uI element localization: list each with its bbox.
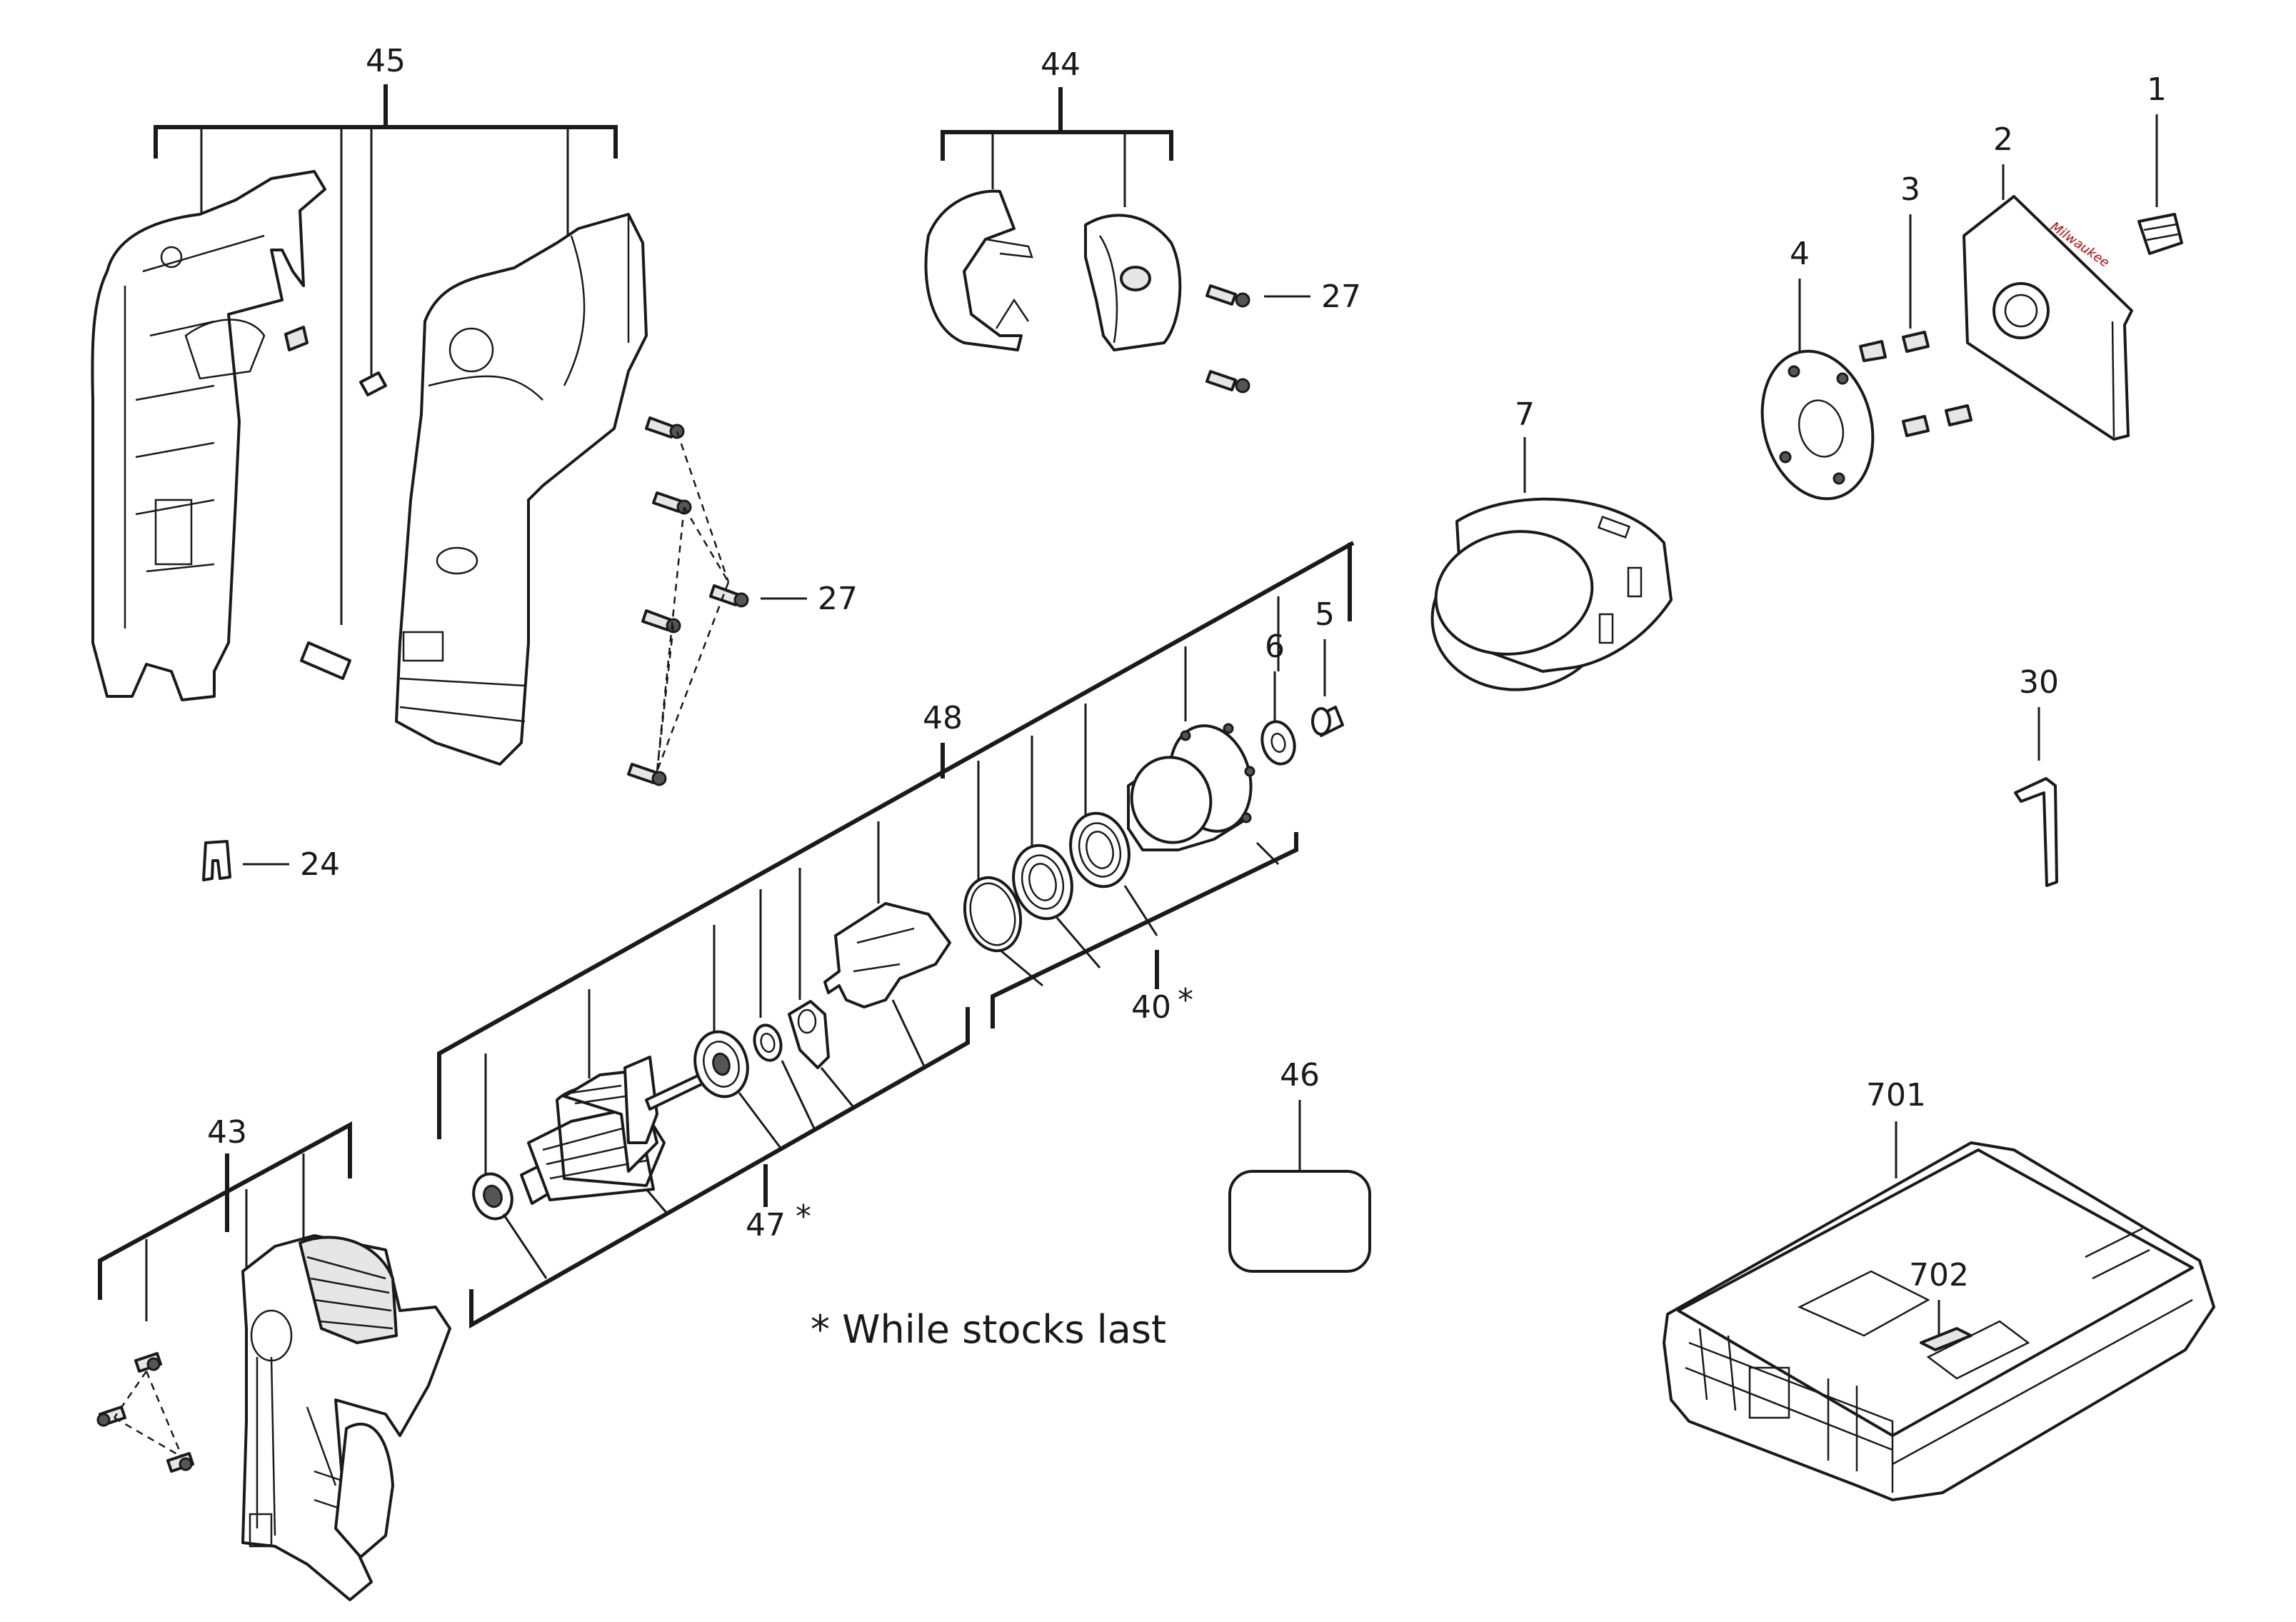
label-2: 2 [1993, 121, 2013, 158]
bracket-44 [941, 130, 1173, 161]
motor-module-group-43: 43 [98, 1114, 451, 1601]
shell-screws-27: 27 [1205, 279, 1361, 394]
pin-small [359, 371, 387, 396]
right-housing-half [395, 213, 648, 766]
label-44: 44 [1041, 46, 1081, 83]
label-30: 30 [2019, 664, 2059, 701]
label-27-upper: 27 [1321, 279, 1361, 315]
clip-24: 24 [202, 840, 340, 883]
label-plate-46: 46 [1228, 1057, 1371, 1273]
left-housing-half [91, 170, 326, 701]
gear-cage [823, 902, 951, 1008]
bracket-43 [98, 1121, 352, 1300]
armature [472, 1056, 712, 1221]
fan-bracket [788, 1000, 830, 1069]
label-701: 701 [1866, 1077, 1926, 1113]
label-702: 702 [1909, 1257, 1969, 1293]
motor-module [241, 1234, 451, 1601]
backing-plate-4 [1760, 349, 1875, 501]
bearing-40a [1012, 843, 1073, 921]
label-6: 6 [1265, 629, 1285, 665]
retaining-ring [963, 876, 1023, 953]
label-5: 5 [1315, 596, 1335, 633]
housing-halves-group-45: 45 [91, 43, 648, 766]
label-3: 3 [1900, 171, 1920, 208]
bracket-45 [154, 125, 618, 159]
pin-long [300, 641, 351, 680]
label-46: 46 [1280, 1057, 1320, 1093]
washer-and-screw: 5 6 [1260, 543, 1352, 766]
sanding-pad-assembly: 1 2 Milwaukee 3 4 [1760, 71, 2183, 501]
asterisk-40: * [1178, 982, 1193, 1018]
bolt-1 [2137, 213, 2183, 255]
label-1: 1 [2147, 71, 2167, 108]
gear-assembly-group-48: 48 [437, 541, 1355, 1189]
carry-case-701: 701 702 [1663, 1077, 2215, 1501]
gear-housing-set-40: 40 * [963, 723, 1298, 1028]
bearing-set-47: 47 * [469, 902, 970, 1329]
label-47: 47 [746, 1207, 786, 1243]
washer-6 [1260, 720, 1296, 766]
housing-screws-27: 27 [627, 416, 858, 786]
label-40: 40 [1131, 989, 1171, 1026]
collar-ring-7: 7 [1430, 396, 1673, 691]
shell-left [924, 189, 1023, 351]
module-screws [96, 1352, 194, 1473]
bearing-40b [1069, 811, 1131, 888]
bracket-47 [469, 1007, 970, 1329]
asterisk-47: * [796, 1198, 811, 1235]
label-27-lower: 27 [818, 581, 858, 617]
label-24: 24 [300, 846, 340, 883]
footnote: * While stocks last [811, 1307, 1166, 1352]
insert-702 [1920, 1327, 1972, 1351]
label-45: 45 [366, 43, 406, 79]
label-7: 7 [1515, 396, 1535, 433]
shell-group-44: 44 [924, 46, 1182, 351]
hex-key-30: 30 [2014, 664, 2059, 887]
label-43: 43 [207, 1114, 247, 1151]
label-4: 4 [1790, 236, 1810, 272]
bracket-40 [991, 832, 1298, 1028]
bracket-48 [437, 541, 1355, 1139]
label-48: 48 [923, 700, 963, 736]
